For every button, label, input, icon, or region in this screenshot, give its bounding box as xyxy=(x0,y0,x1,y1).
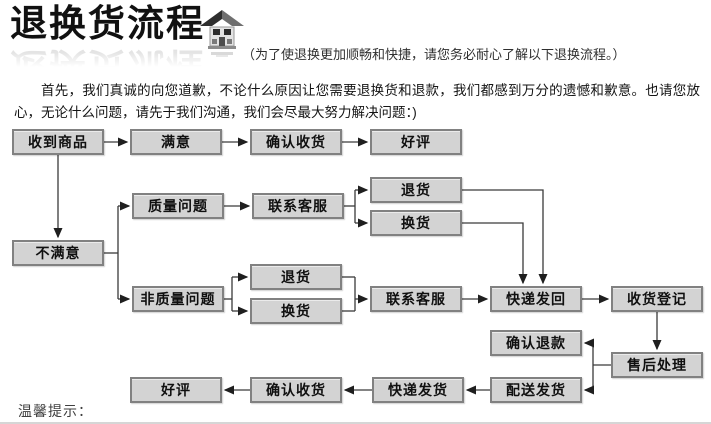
house-icon xyxy=(200,10,244,57)
flow-node-contact-service-2: 联系客服 xyxy=(370,286,462,312)
warm-tip-label: 温馨提示： xyxy=(18,403,93,419)
flow-node-receipt-registration: 收货登记 xyxy=(611,286,703,312)
flow-node-exchange-goods-2: 换货 xyxy=(250,298,342,324)
flow-node-confirm-receipt-1: 确认收货 xyxy=(250,129,342,155)
flow-node-unsatisfied: 不满意 xyxy=(12,240,104,266)
flow-node-confirm-receipt-2: 确认收货 xyxy=(250,377,342,403)
intro-text: 首先，我们真诚的向您道歉，不论什么原因让您需要退换货和退款，我们都感到万分的遗憾… xyxy=(14,83,700,120)
flow-node-satisfied: 满意 xyxy=(130,129,222,155)
flow-node-express-shipment: 快递发货 xyxy=(372,377,464,403)
page-subtitle: （为了使退换更加顺畅和快捷，请您务必耐心了解以下退换流程。） xyxy=(242,47,626,62)
bottom-divider xyxy=(0,422,711,424)
flow-node-after-sales-processing: 售后处理 xyxy=(611,352,703,378)
flow-node-confirm-refund: 确认退款 xyxy=(490,330,582,356)
flow-node-quality-problem: 质量问题 xyxy=(132,193,224,219)
flow-node-non-quality-problem: 非质量问题 xyxy=(132,286,224,312)
flow-node-express-return: 快递发回 xyxy=(490,286,582,312)
flow-node-good-review-1: 好评 xyxy=(370,129,462,155)
flow-node-exchange-goods-1: 换货 xyxy=(370,210,462,236)
flow-node-good-review-2: 好评 xyxy=(130,377,222,403)
flow-node-delivery-shipment: 配送发货 xyxy=(490,377,582,403)
flow-node-return-goods-2: 退货 xyxy=(250,264,342,290)
flow-node-return-goods-1: 退货 xyxy=(370,177,462,203)
flow-node-received-goods: 收到商品 xyxy=(12,129,104,155)
flow-node-contact-service-1: 联系客服 xyxy=(252,193,344,219)
page-title: 退换货流程 xyxy=(10,3,205,44)
